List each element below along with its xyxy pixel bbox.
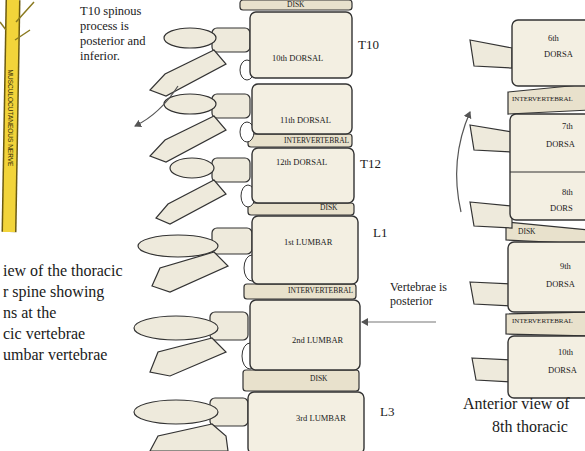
caption-text: cic vertebrae xyxy=(3,325,85,343)
level-label: L1 xyxy=(373,226,387,240)
part-name: 10th xyxy=(558,348,573,357)
level-label: L3 xyxy=(380,405,394,419)
part-name: DORSA xyxy=(546,140,575,149)
caption-text: Anterior view of xyxy=(463,395,570,413)
part-name: INTERVERTEBRAL xyxy=(512,318,573,326)
level-label: T12 xyxy=(360,157,381,171)
level-label: T10 xyxy=(358,38,379,52)
caption-text: umbar vertebrae xyxy=(3,346,107,364)
part-name: DORSA xyxy=(546,280,575,289)
nerve-label: MUSCULOCUTANEOUS NERVE xyxy=(6,70,13,167)
part-name: DISK xyxy=(287,1,305,9)
caption-text: iew of the thoracic xyxy=(3,262,123,280)
part-name: INTERVERTEBRAL xyxy=(288,287,353,295)
part-name: DORS xyxy=(550,204,573,213)
part-name: 6th xyxy=(548,34,559,43)
note-text: T10 spinous process is posterior and inf… xyxy=(80,4,162,64)
part-name: 1st LUMBAR xyxy=(284,238,332,247)
caption-text: ns at the xyxy=(3,304,56,322)
note-text: Vertebrae is posterior xyxy=(390,280,460,309)
part-name: 3rd LUMBAR xyxy=(296,414,346,423)
part-name: 2nd LUMBAR xyxy=(292,336,343,345)
part-name: 10th DORSAL xyxy=(272,54,323,63)
part-name: 7th xyxy=(562,122,573,131)
part-name: DISK xyxy=(518,228,536,236)
part-name: DORSA xyxy=(548,366,577,375)
part-name: 8th xyxy=(562,188,573,197)
part-name: DORSA xyxy=(544,50,573,59)
caption-text: r spine showing xyxy=(3,283,104,301)
part-name: DISK xyxy=(320,204,338,212)
part-name: INTERVERTEBRAL xyxy=(512,96,573,104)
part-name: DISK xyxy=(310,375,328,383)
part-name: 11th DORSAL xyxy=(280,116,331,125)
part-name: 9th xyxy=(560,262,571,271)
part-name: INTERVERTEBRAL xyxy=(284,137,349,145)
part-name: 12th DORSAL xyxy=(276,158,327,167)
caption-text: 8th thoracic xyxy=(492,418,568,436)
